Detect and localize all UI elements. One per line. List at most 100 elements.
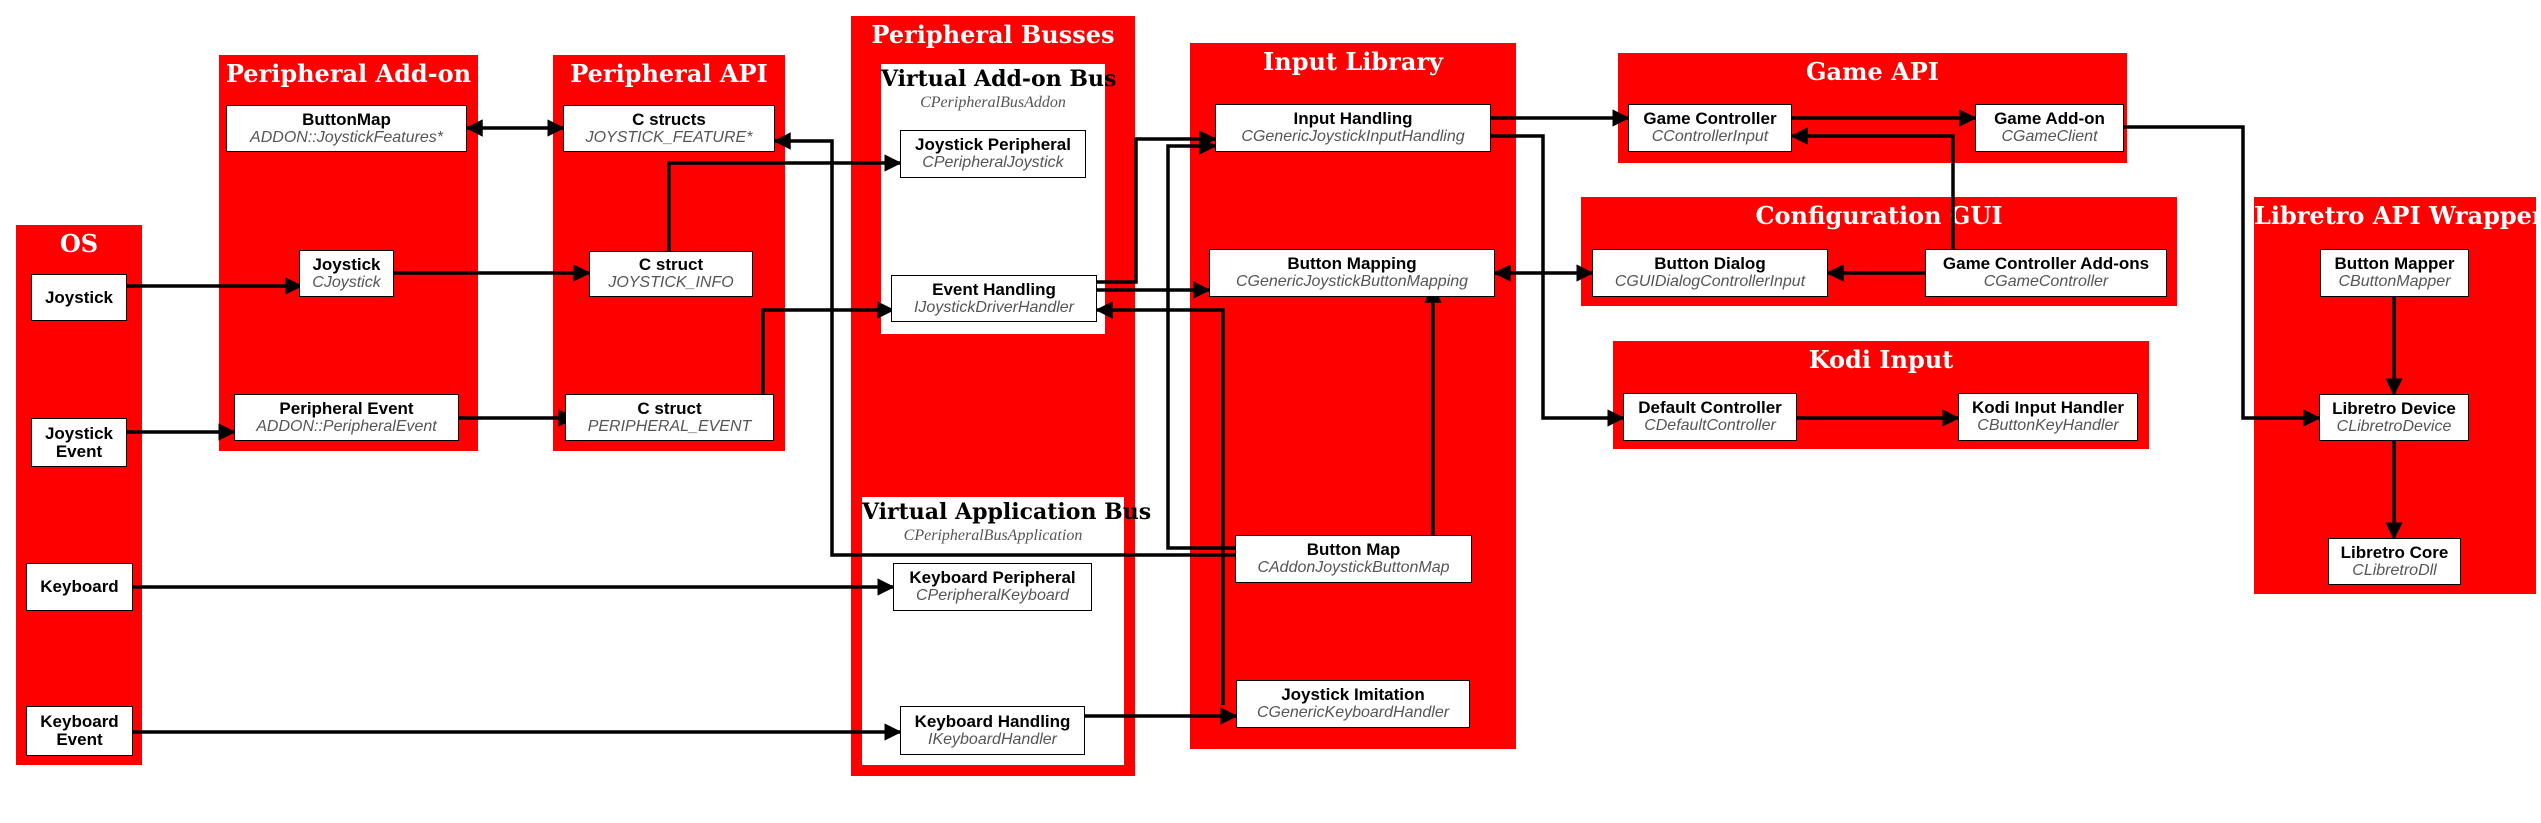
cluster-title: Input Library: [1263, 47, 1443, 76]
node-class: CPeripheralJoystick: [922, 154, 1064, 171]
node-class: IJoystickDriverHandler: [913, 298, 1075, 316]
node-title: Joystick Event: [44, 423, 114, 461]
node-title: Keyboard Handling: [914, 711, 1071, 731]
cluster-title: Libretro API Wrapper: [2254, 201, 2541, 230]
node-kodi-input-handler: Kodi Input Handler CButtonKeyHandler: [1958, 393, 2138, 441]
node-title: Button Dialog: [1654, 254, 1766, 273]
node-title: Default Controller: [1638, 398, 1782, 417]
node-class: CJoystick: [312, 273, 381, 291]
node-title: C structs: [632, 109, 706, 129]
node-game-addon: Game Add-on CGameClient: [1975, 104, 2124, 152]
node-class: CGUIDialogControllerInput: [1614, 273, 1806, 290]
node-papi-cstruct-event: C struct PERIPHERAL_EVENT: [565, 394, 774, 441]
edge-button-map-to-input-handling: [1166, 137, 1235, 550]
node-class: CGameController: [1983, 273, 2109, 290]
node-joystick-imitation: Joystick Imitation CGenericKeyboardHandl…: [1236, 680, 1470, 728]
node-default-controller: Default Controller CDefaultController: [1623, 393, 1797, 441]
node-title: ButtonMap: [302, 109, 391, 129]
node-class: ADDON::PeripheralEvent: [256, 417, 437, 435]
node-class: CLibretroDll: [2352, 561, 2437, 579]
node-title: Keyboard Event: [40, 712, 119, 749]
node-os-keyboard-event: Keyboard Event: [26, 706, 133, 756]
node-class: CAddonJoystickButtonMap: [1257, 559, 1450, 576]
node-title: Joystick: [312, 254, 381, 274]
node-title: Game Add-on: [1994, 109, 2105, 128]
node-game-controller-addons: Game Controller Add-ons CGameController: [1925, 249, 2167, 297]
edge-gc-addons-to-game-controller: [1790, 127, 1955, 251]
node-libretro-core: Libretro Core CLibretroDll: [2328, 538, 2461, 585]
node-title: Libretro Core: [2340, 542, 2449, 562]
subcluster-title: Virtual Add-on Bus: [881, 66, 1117, 92]
node-title: Joystick: [44, 287, 114, 307]
cluster-title: Configuration GUI: [1755, 201, 2003, 230]
node-class: CDefaultController: [1644, 417, 1776, 434]
node-os-joystick-event: Joystick Event: [31, 418, 127, 467]
cluster-input-library: Input Library: [1190, 43, 1516, 749]
node-os-keyboard: Keyboard: [26, 563, 133, 611]
edge-cstruct-event-to-event-handling: [761, 301, 895, 394]
node-title: Event Handling: [932, 279, 1056, 299]
node-title: Game Controller: [1643, 109, 1777, 128]
node-title: C struct: [637, 398, 702, 418]
node-libretro-device: Libretro Device CLibretroDevice: [2319, 394, 2469, 441]
node-class: CGenericJoystickInputHandling: [1241, 128, 1465, 145]
cluster-title: Peripheral API: [570, 59, 768, 88]
cluster-title: Peripheral Add-on: [225, 59, 472, 88]
node-title: Joystick Peripheral: [915, 135, 1071, 154]
edge-event-handling-to-input-handling: [1097, 130, 1217, 284]
node-class: CGenericJoystickButtonMapping: [1235, 273, 1469, 290]
node-title: Button Mapping: [1287, 254, 1417, 273]
node-os-joystick: Joystick: [31, 274, 127, 321]
cluster-title: Peripheral Busses: [871, 20, 1115, 49]
cluster-title: Kodi Input: [1808, 345, 1954, 374]
cluster-title: Game API: [1806, 57, 1939, 86]
node-addon-buttonmap: ButtonMap ADDON::JoystickFeatures*: [226, 105, 467, 152]
node-title: Button Mapper: [2334, 254, 2455, 273]
node-keyboard-handling: Keyboard Handling IKeyboardHandler: [900, 706, 1085, 755]
node-button-mapper: Button Mapper CButtonMapper: [2320, 249, 2469, 297]
node-papi-cstruct-info: C struct JOYSTICK_INFO: [589, 251, 753, 297]
node-class: IKeyboardHandler: [928, 730, 1057, 748]
node-title: Peripheral Event: [279, 398, 414, 418]
edge-button-map-to-cstructs: [773, 132, 1235, 557]
node-papi-cstructs: C structs JOYSTICK_FEATURE*: [563, 105, 775, 152]
node-title: Libretro Device: [2332, 398, 2456, 418]
node-keyboard-peripheral: Keyboard Peripheral CPeripheralKeyboard: [893, 563, 1092, 611]
node-joystick-peripheral: Joystick Peripheral CPeripheralJoystick: [900, 130, 1086, 178]
node-event-handling: Event Handling IJoystickDriverHandler: [891, 275, 1097, 322]
node-title: Keyboard Peripheral: [909, 568, 1076, 587]
node-class: PERIPHERAL_EVENT: [587, 417, 752, 435]
node-title: Joystick Imitation: [1281, 685, 1425, 704]
node-title: Game Controller Add-ons: [1942, 254, 2150, 273]
edge-cstruct-info-to-joystick-peripheral: [667, 154, 902, 251]
node-class: CButtonMapper: [2338, 273, 2451, 290]
node-class: JOYSTICK_FEATURE*: [585, 128, 753, 146]
cluster-title: OS: [59, 229, 99, 258]
node-game-controller: Game Controller CControllerInput: [1628, 104, 1792, 152]
node-button-dialog: Button Dialog CGUIDialogControllerInput: [1592, 249, 1828, 297]
node-button-map: Button Map CAddonJoystickButtonMap: [1235, 535, 1472, 583]
edge-joystick-imitation-to-event-handling: [1095, 301, 1225, 705]
node-title: C struct: [638, 255, 704, 274]
node-title: Button Map: [1306, 540, 1401, 559]
node-addon-joystick: Joystick CJoystick: [299, 250, 394, 297]
node-class: ADDON::JoystickFeatures*: [250, 128, 443, 146]
node-class: CLibretroDevice: [2336, 417, 2452, 435]
subcluster-subtitle: CPeripheralBusApplication: [903, 527, 1083, 544]
node-class: CButtonKeyHandler: [1977, 417, 2119, 434]
node-button-mapping: Button Mapping CGenericJoystickButtonMap…: [1209, 249, 1495, 297]
subcluster-title: Virtual Application Bus: [862, 499, 1152, 525]
node-input-handling: Input Handling CGenericJoystickInputHand…: [1215, 104, 1491, 152]
node-class: CGameClient: [2001, 128, 2098, 145]
node-title: Input Handling: [1293, 109, 1413, 128]
subcluster-subtitle: CPeripheralBusAddon: [920, 94, 1066, 111]
edge-game-addon-to-libretro-device: [2124, 125, 2321, 427]
node-class: CPeripheralKeyboard: [916, 587, 1069, 604]
node-addon-peripheral-event: Peripheral Event ADDON::PeripheralEvent: [234, 394, 459, 441]
node-title: Keyboard: [40, 577, 119, 596]
node-class: CGenericKeyboardHandler: [1256, 704, 1450, 721]
node-class: JOYSTICK_INFO: [608, 274, 734, 291]
node-title: Kodi Input Handler: [1971, 398, 2125, 417]
